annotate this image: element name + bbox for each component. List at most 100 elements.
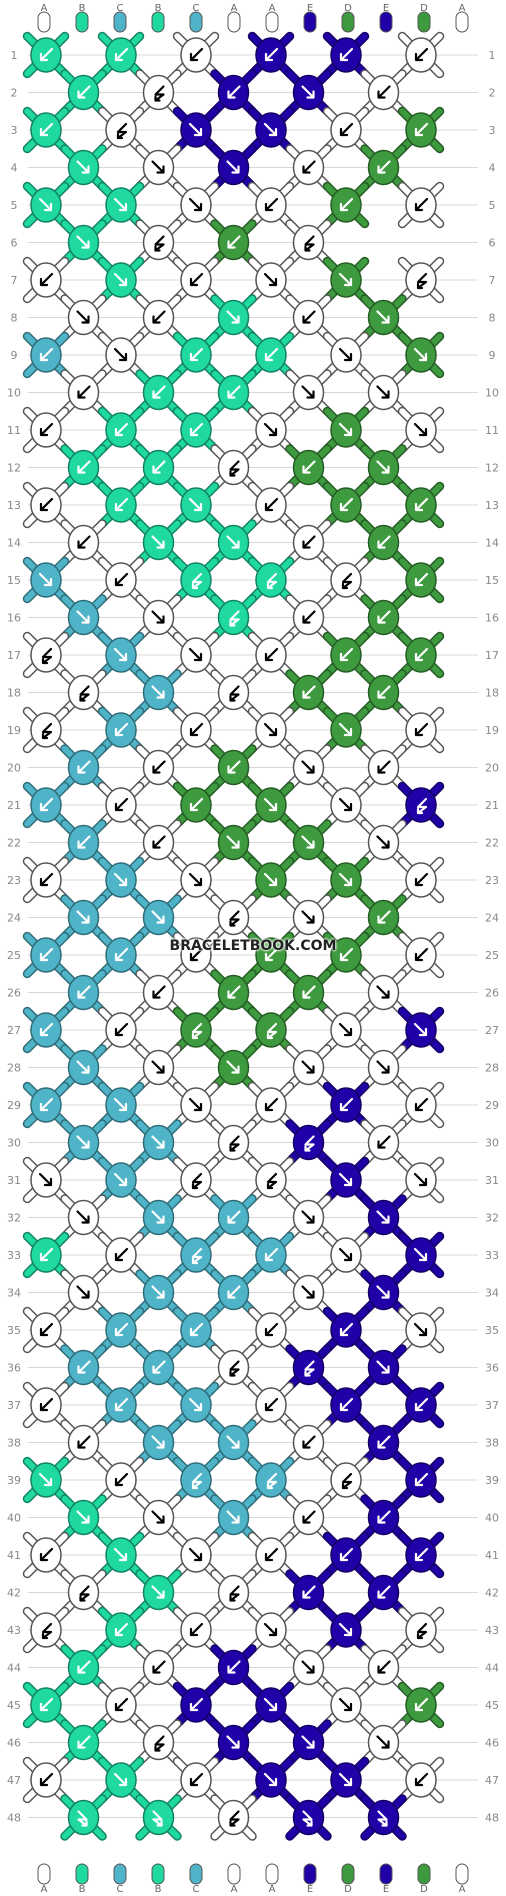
knot-arrow-icon	[301, 1285, 315, 1299]
knot-arrow-icon	[414, 1547, 429, 1562]
knot-arrow-icon	[338, 1622, 353, 1637]
knot-arrow-icon	[376, 1285, 390, 1299]
knot-arrow-icon	[114, 47, 129, 62]
knot-arrow-icon	[414, 197, 429, 212]
knot-arrow-icon	[302, 310, 316, 324]
row-number-right: 43	[485, 1624, 499, 1637]
knot-arrow-icon	[226, 535, 240, 549]
knot-arrow-icon	[39, 347, 54, 362]
knot-arrow-icon	[226, 1435, 240, 1449]
knot-arrow-icon	[414, 1472, 429, 1487]
knot-arrow-icon	[188, 1397, 203, 1412]
knot-arrow-icon	[189, 947, 204, 962]
bottom-string-label: C	[193, 1884, 200, 1895]
knot-arrow-icon	[416, 1622, 428, 1640]
knot-arrow-icon	[151, 1585, 165, 1599]
row-number-left: 36	[7, 1362, 21, 1375]
row-number-right: 9	[489, 349, 496, 362]
knot-arrow-icon	[77, 985, 91, 999]
knot-arrow-icon	[302, 1510, 316, 1524]
knot-arrow-icon	[226, 1060, 240, 1074]
bottom-string-label: B	[79, 1884, 86, 1895]
knot-arrow-icon	[114, 1322, 129, 1337]
knot-arrow-icon	[413, 1247, 428, 1262]
knot-arrow-icon	[414, 1397, 429, 1412]
bottom-string-label: D	[344, 1884, 352, 1895]
knot-arrow-icon	[38, 572, 53, 587]
knot-arrow-icon	[151, 610, 165, 624]
knot-arrow-icon	[376, 1735, 390, 1749]
row-number-right: 22	[485, 837, 499, 850]
knot-arrow-icon	[152, 385, 166, 399]
row-number-left: 43	[7, 1624, 21, 1637]
knot-arrow-icon	[302, 460, 316, 474]
knot-arrow-icon	[264, 497, 279, 512]
knot-arrow-icon	[339, 122, 354, 137]
knot-arrow-icon	[114, 947, 129, 962]
knot-arrow-icon	[339, 497, 354, 512]
row-number-right: 39	[485, 1474, 499, 1487]
row-number-right: 30	[485, 1137, 499, 1150]
knot-arrow-icon	[414, 872, 429, 887]
knot-arrow-icon	[114, 1397, 129, 1412]
knot-arrow-icon	[266, 1172, 278, 1190]
knot-arrow-icon	[188, 647, 203, 662]
knot-arrow-icon	[414, 47, 429, 62]
knot-arrow-icon	[189, 347, 204, 362]
row-number-left: 34	[7, 1287, 21, 1300]
bottom-string-pill	[455, 1863, 469, 1885]
knot-arrow-icon	[41, 647, 53, 665]
knot-arrow-icon	[39, 1397, 54, 1412]
knot-arrow-icon	[302, 160, 316, 174]
knot-arrow-icon	[264, 1547, 279, 1562]
knot-arrow-icon	[339, 947, 354, 962]
knot-arrow-icon	[226, 1510, 240, 1524]
knot-arrow-icon	[264, 947, 279, 962]
row-number-right: 42	[485, 1587, 499, 1600]
knot-arrow-icon	[76, 1285, 90, 1299]
knot-arrow-icon	[376, 385, 390, 399]
row-number-right: 27	[485, 1024, 499, 1037]
row-number-right: 36	[485, 1362, 499, 1375]
knot-arrow-icon	[302, 535, 316, 549]
knot-arrow-icon	[38, 197, 53, 212]
knot-arrow-icon	[263, 422, 278, 437]
knot-arrow-icon	[114, 1622, 129, 1637]
knot-arrow-icon	[376, 310, 390, 324]
knot-arrow-icon	[114, 722, 129, 737]
knot-arrow-icon	[413, 1172, 428, 1187]
row-number-left: 30	[7, 1137, 21, 1150]
knot-arrow-icon	[151, 1060, 165, 1074]
row-number-right: 40	[485, 1512, 499, 1525]
knot-arrow-icon	[76, 235, 90, 249]
row-number-right: 48	[485, 1812, 499, 1825]
knot-arrow-icon	[114, 497, 129, 512]
row-number-left: 17	[7, 649, 21, 662]
knot-arrow-icon	[338, 1172, 353, 1187]
knot-arrow-icon	[377, 610, 391, 624]
knot-arrow-icon	[302, 685, 316, 699]
row-number-right: 45	[485, 1699, 499, 1712]
knot-arrow-icon	[76, 910, 90, 924]
row-number-right: 47	[485, 1774, 499, 1787]
row-number-right: 20	[485, 762, 499, 775]
knot-arrow-icon	[188, 872, 203, 887]
knot-arrow-icon	[229, 1360, 240, 1377]
knot-arrow-icon	[266, 1472, 278, 1490]
knot-arrow-icon	[341, 1472, 353, 1490]
top-string-label: C	[193, 3, 200, 14]
knot-arrow-icon	[377, 85, 391, 99]
knot-arrow-icon	[229, 1585, 240, 1602]
knot-arrow-icon	[377, 1435, 391, 1449]
knot-arrow-icon	[301, 1060, 315, 1074]
knot-arrow-icon	[301, 1210, 315, 1224]
knot-arrow-icon	[77, 460, 91, 474]
knot-arrow-icon	[189, 797, 204, 812]
row-number-left: 8	[11, 312, 18, 325]
knot-arrow-icon	[376, 1210, 390, 1224]
knot-arrow-icon	[76, 1510, 90, 1524]
knot-arrow-icon	[77, 535, 91, 549]
knot-arrow-icon	[154, 1735, 165, 1752]
knot-arrow-icon	[414, 722, 429, 737]
knot-arrow-icon	[77, 760, 91, 774]
